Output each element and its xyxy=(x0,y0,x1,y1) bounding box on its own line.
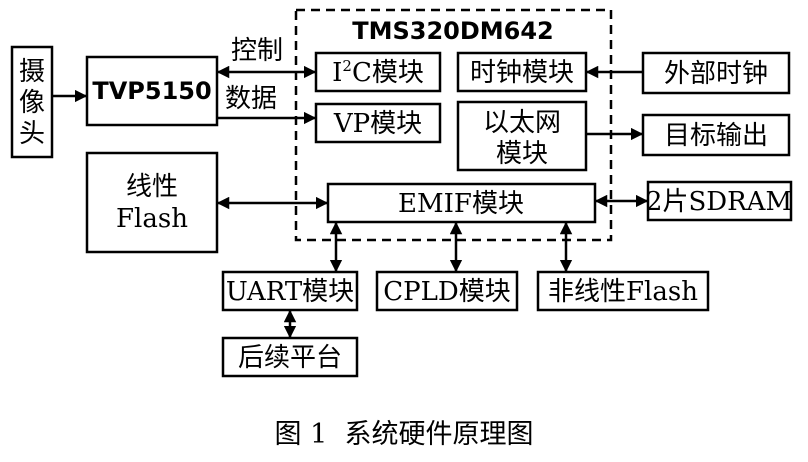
nonlinear-flash-label: 非线性Flash xyxy=(548,277,698,307)
linear-flash-node: 线性 Flash xyxy=(85,151,219,254)
emif-node: EMIF模块 xyxy=(326,182,597,224)
uart-label: UART模块 xyxy=(226,277,354,307)
linear-flash-label-2: Flash xyxy=(116,204,188,234)
tvp5150-label: TVP5150 xyxy=(92,77,211,105)
uart-node: UART模块 xyxy=(221,270,359,312)
sdram-node: 2片SDRAM xyxy=(646,180,793,222)
sdram-label: 2片SDRAM xyxy=(646,187,792,217)
dsp-boundary xyxy=(294,8,613,242)
nonlinear-flash-node: 非线性Flash xyxy=(536,270,710,312)
subsequent-platform-label: 后续平台 xyxy=(238,343,342,373)
ext-clock-node: 外部时钟 xyxy=(641,51,791,95)
camera-node: 摄 像 头 xyxy=(10,45,54,159)
edge-label-control: 控制 xyxy=(231,36,283,66)
linear-flash-label-1: 线性 xyxy=(126,172,178,202)
ext-clock-label: 外部时钟 xyxy=(664,59,768,89)
cpld-node: CPLD模块 xyxy=(375,270,519,312)
i2c-node: I2C模块 xyxy=(314,51,442,93)
i2c-label: I2C模块 xyxy=(332,57,424,88)
emif-label: EMIF模块 xyxy=(398,189,524,219)
ethernet-label-1: 以太网 xyxy=(483,108,561,138)
figure-caption: 图 1 系统硬件原理图 xyxy=(275,419,534,450)
dsp-title: TMS320DM642 xyxy=(352,17,554,45)
vp-label: VP模块 xyxy=(333,109,422,139)
camera-label-2: 像 xyxy=(19,88,45,118)
clock-label: 时钟模块 xyxy=(470,58,574,88)
ethernet-node: 以太网 模块 xyxy=(456,100,588,172)
vp-node: VP模块 xyxy=(314,102,442,144)
cpld-label: CPLD模块 xyxy=(383,277,511,307)
target-output-label: 目标输出 xyxy=(664,121,768,151)
camera-label-1: 摄 xyxy=(19,57,45,87)
ethernet-label-2: 模块 xyxy=(496,139,548,169)
subsequent-platform-node: 后续平台 xyxy=(221,336,359,378)
target-output-node: 目标输出 xyxy=(641,113,791,157)
camera-label-3: 头 xyxy=(19,119,45,149)
tvp5150-node: TVP5150 xyxy=(85,55,219,127)
clock-node: 时钟模块 xyxy=(456,51,588,93)
edge-label-data: 数据 xyxy=(225,84,277,114)
